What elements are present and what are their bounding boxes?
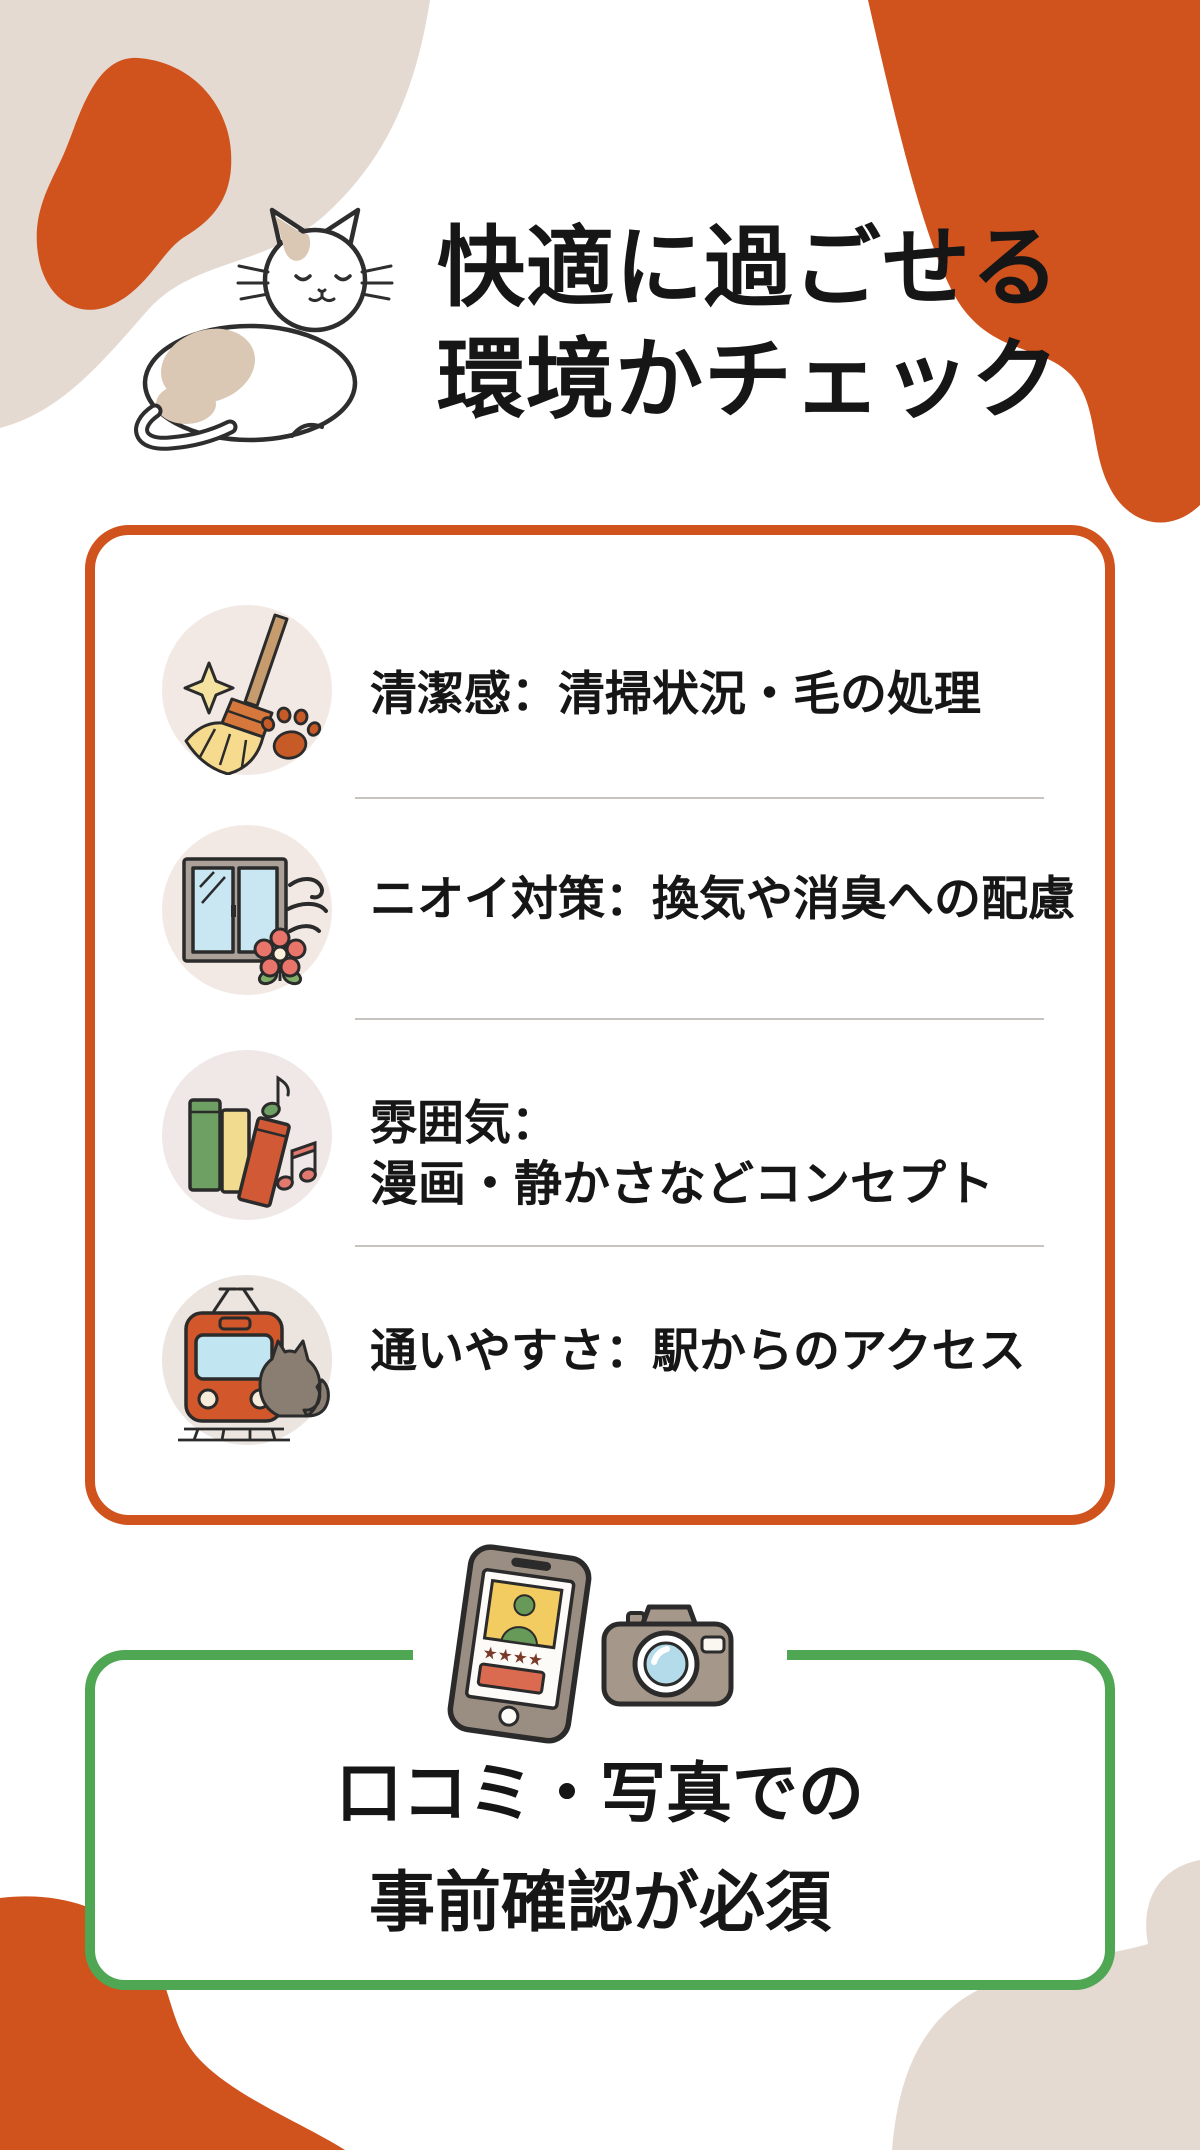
checklist-item-text-3-line1: 雰囲気： bbox=[370, 1096, 558, 1149]
divider-1 bbox=[355, 797, 1044, 799]
checklist-item-text-4: 通いやすさ：駅からのアクセス bbox=[370, 1324, 1026, 1377]
footer-text-line2: 事前確認が必須 bbox=[369, 1865, 831, 1939]
cat-silhouette bbox=[258, 1339, 330, 1418]
checklist-item-text-1: 清潔感：清掃状況・毛の処理 bbox=[370, 667, 981, 720]
divider-3 bbox=[355, 1245, 1044, 1247]
checklist-item-text-3-line2: 漫画・静かさなどコンセプト bbox=[370, 1158, 995, 1211]
top-left-orange-blob bbox=[36, 57, 232, 310]
page-title: 快適に過ごせる 環境かチェック bbox=[437, 212, 1137, 436]
window-ventilation-flower-icon bbox=[162, 825, 332, 995]
page-title-line1: 快適に過ごせる bbox=[437, 218, 1061, 317]
divider-2 bbox=[355, 1018, 1044, 1020]
books-music-icon bbox=[162, 1050, 332, 1220]
cat-illustration bbox=[134, 207, 394, 451]
footer-text-line1: 口コミ・写真での bbox=[336, 1756, 864, 1830]
top-right-orange-blob bbox=[868, 0, 1200, 523]
footer-card bbox=[85, 1650, 1115, 1990]
page-title-line2: 環境かチェック bbox=[437, 330, 1061, 429]
bottom-right-beige-blob bbox=[892, 1860, 1200, 2150]
smartphone-review-icon: ★★★★ bbox=[443, 1540, 596, 1748]
camera-icon bbox=[600, 1598, 736, 1710]
train-cat-icon bbox=[162, 1275, 332, 1445]
broom-paw-icon bbox=[162, 605, 332, 775]
checklist-item-text-2: ニオイ対策：換気や消臭への配慮 bbox=[370, 872, 1075, 925]
